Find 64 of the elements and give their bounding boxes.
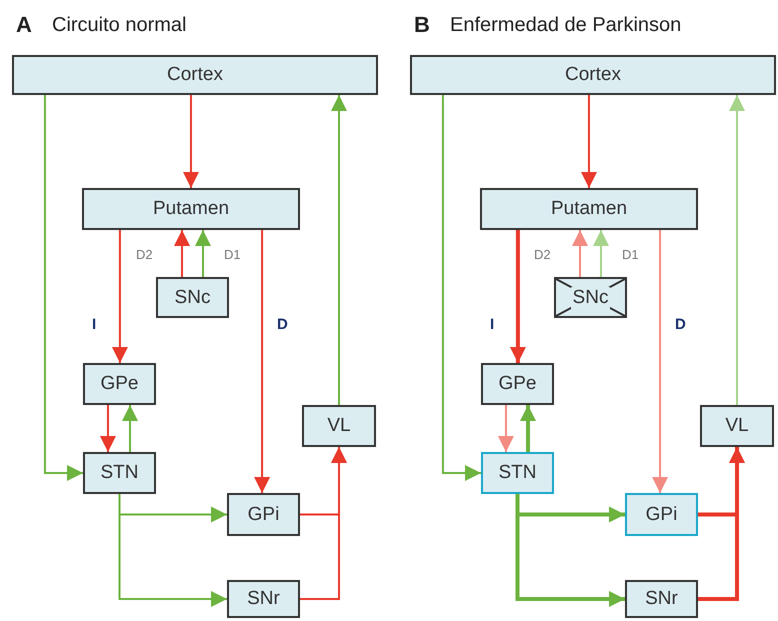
region-box bbox=[82, 188, 300, 230]
pathway-label: D bbox=[277, 316, 288, 333]
region-label: SNr bbox=[247, 588, 280, 610]
arrow bbox=[112, 230, 128, 363]
region-label: Cortex bbox=[167, 64, 223, 86]
region-box bbox=[480, 188, 698, 230]
region-box bbox=[156, 277, 229, 318]
arrow bbox=[442, 95, 481, 481]
pathway-label: I bbox=[92, 316, 96, 333]
arrow bbox=[698, 447, 745, 601]
receptor-label: D2 bbox=[534, 247, 551, 262]
arrow bbox=[593, 230, 609, 277]
region-label: VL bbox=[725, 415, 749, 437]
region-box bbox=[227, 580, 300, 618]
arrow bbox=[652, 230, 668, 493]
region-label: Putamen bbox=[152, 198, 230, 220]
arrow bbox=[729, 95, 745, 405]
region-label: GPi bbox=[248, 504, 280, 526]
panel-title: Circuito normal bbox=[52, 14, 186, 37]
region-box bbox=[302, 405, 376, 447]
region-box bbox=[12, 55, 378, 95]
region-label: VL bbox=[327, 415, 351, 437]
receptor-label: D1 bbox=[622, 247, 639, 262]
arrow bbox=[44, 95, 83, 481]
region-label: SNc bbox=[174, 286, 210, 308]
region-label: Putamen bbox=[550, 198, 628, 220]
arrow bbox=[122, 405, 138, 452]
region-box bbox=[481, 363, 554, 405]
panel-letter: B bbox=[414, 12, 430, 38]
panel-title: Enfermedad de Parkinson bbox=[450, 14, 682, 37]
panel-letter: A bbox=[16, 12, 32, 38]
arrow bbox=[195, 230, 211, 277]
region-box bbox=[227, 493, 300, 536]
region-box bbox=[625, 580, 698, 618]
receptor-label: D2 bbox=[136, 247, 153, 262]
region-label: STN bbox=[498, 462, 536, 484]
region-label: Cortex bbox=[565, 64, 621, 86]
region-label: SNc bbox=[570, 286, 610, 308]
arrow bbox=[100, 405, 116, 452]
arrow bbox=[300, 447, 347, 600]
arrow bbox=[254, 230, 270, 493]
region-box bbox=[83, 363, 156, 405]
region-box bbox=[481, 452, 554, 494]
region-box bbox=[700, 405, 774, 447]
region-label: GPe bbox=[498, 373, 537, 395]
arrow bbox=[520, 405, 536, 452]
arrow bbox=[580, 95, 597, 188]
arrow bbox=[498, 405, 514, 452]
pathway-label: D bbox=[675, 316, 686, 333]
region-box bbox=[410, 55, 776, 95]
receptor-label: D1 bbox=[224, 247, 241, 262]
arrow bbox=[174, 230, 190, 277]
arrow bbox=[572, 230, 588, 277]
arrow bbox=[118, 494, 227, 607]
region-box bbox=[625, 493, 698, 536]
region-label: SNr bbox=[645, 588, 678, 610]
arrow bbox=[510, 230, 526, 363]
pathway-label: I bbox=[490, 316, 494, 333]
arrow bbox=[331, 95, 347, 405]
region-box bbox=[83, 452, 156, 494]
region-label: GPe bbox=[100, 373, 139, 395]
region-label: GPi bbox=[646, 504, 678, 526]
arrow bbox=[182, 95, 199, 188]
region-label: STN bbox=[100, 462, 138, 484]
